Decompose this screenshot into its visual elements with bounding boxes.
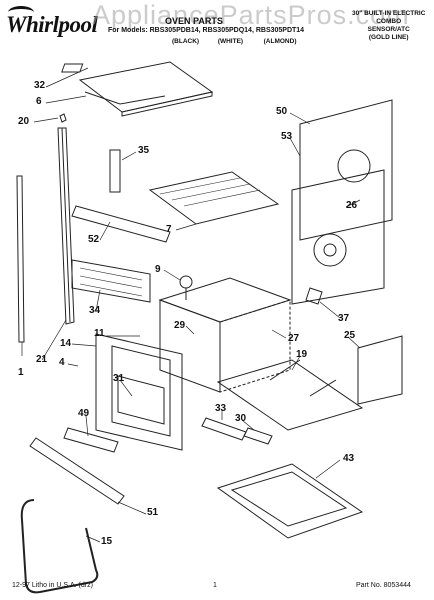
door-frame [95,333,183,451]
callout-9: 9 [155,264,161,275]
trim-30 [243,427,273,445]
oven-cavity-front [159,299,221,393]
callout-31: 31 [113,373,125,384]
bracket-35 [109,149,121,193]
description-line: COMBO [376,18,402,25]
back-panel-vent [337,149,371,183]
callout-26: 26 [346,200,358,211]
oven-shelf [148,171,280,225]
callout-20: 20 [18,116,30,127]
color-white: (WHITE) [217,38,244,45]
callout-25: 25 [344,330,356,341]
control-panel [71,259,151,303]
callout-43: 43 [343,453,355,464]
brand-logo: Whirlpool [6,12,98,37]
callout-34: 34 [89,305,101,316]
bottom-tray [216,359,364,431]
lamp-socket [179,275,193,289]
back-panel [299,99,393,241]
callout-14: 14 [60,338,72,349]
oven-cavity-top [158,277,292,323]
callout-49: 49 [78,408,90,419]
callout-21: 21 [36,354,48,365]
callout-37: 37 [338,313,350,324]
callout-52: 52 [88,234,100,245]
callout-27: 27 [288,333,300,344]
door-gasket [20,499,99,594]
callout-30: 30 [235,413,247,424]
callout-6: 6 [36,96,42,107]
callout-15: 15 [101,536,113,547]
color-black: (BLACK) [172,38,200,45]
convection-fan-housing [291,169,385,305]
convection-fan [313,233,347,267]
footer-print-info: 12-97 Litho in U.S.A. (drz) [12,582,93,589]
watermark: AppliancePartsPros.com [92,0,410,30]
right-side-panel [357,335,403,405]
description-line: SENSOR/ATC [367,26,410,33]
part-number: Part No. 8053444 [356,582,411,589]
front-bar [71,205,171,243]
callout-19: 19 [296,349,308,360]
side-trim-21 [57,127,75,325]
callout-50: 50 [276,106,288,117]
callout-53: 53 [281,131,293,142]
bracket-37 [305,287,323,305]
callout-33: 33 [215,403,227,414]
callout-7: 7 [166,224,172,235]
kick-trim [63,427,119,453]
diagram-title: OVEN PARTS [165,16,223,26]
description-line: 30" BUILT-IN ELECTRIC [352,10,426,17]
callout-1: 1 [18,367,24,378]
product-description: 30" BUILT-IN ELECTRIC COMBO SENSOR/ATC (… [352,10,425,42]
description-line: (GOLD LINE) [368,34,409,41]
side-trim-20 [59,113,67,123]
top-insulation-edge [84,91,166,105]
color-almond: (ALMOND) [263,38,297,45]
oven-cavity-side [219,299,291,393]
door-trim-51 [29,437,125,505]
trim-33 [201,417,247,441]
gasket-strip [16,175,25,343]
door-window [117,375,165,425]
logo-swoosh-icon [8,6,34,19]
top-bracket [61,63,84,73]
callout-51: 51 [147,507,159,518]
color-variants: (BLACK) (WHITE) (ALMOND) [172,38,308,45]
drip-pan [216,463,364,539]
top-panel [78,61,214,113]
page-number: 1 [213,582,217,589]
callout-29: 29 [174,320,186,331]
callout-35: 35 [138,145,150,156]
model-list: For Models: RBS305PDB14, RBS305PDQ14, RB… [108,27,305,34]
callout-32: 32 [34,80,46,91]
callout-4: 4 [59,357,65,368]
callout-11: 11 [94,328,105,339]
